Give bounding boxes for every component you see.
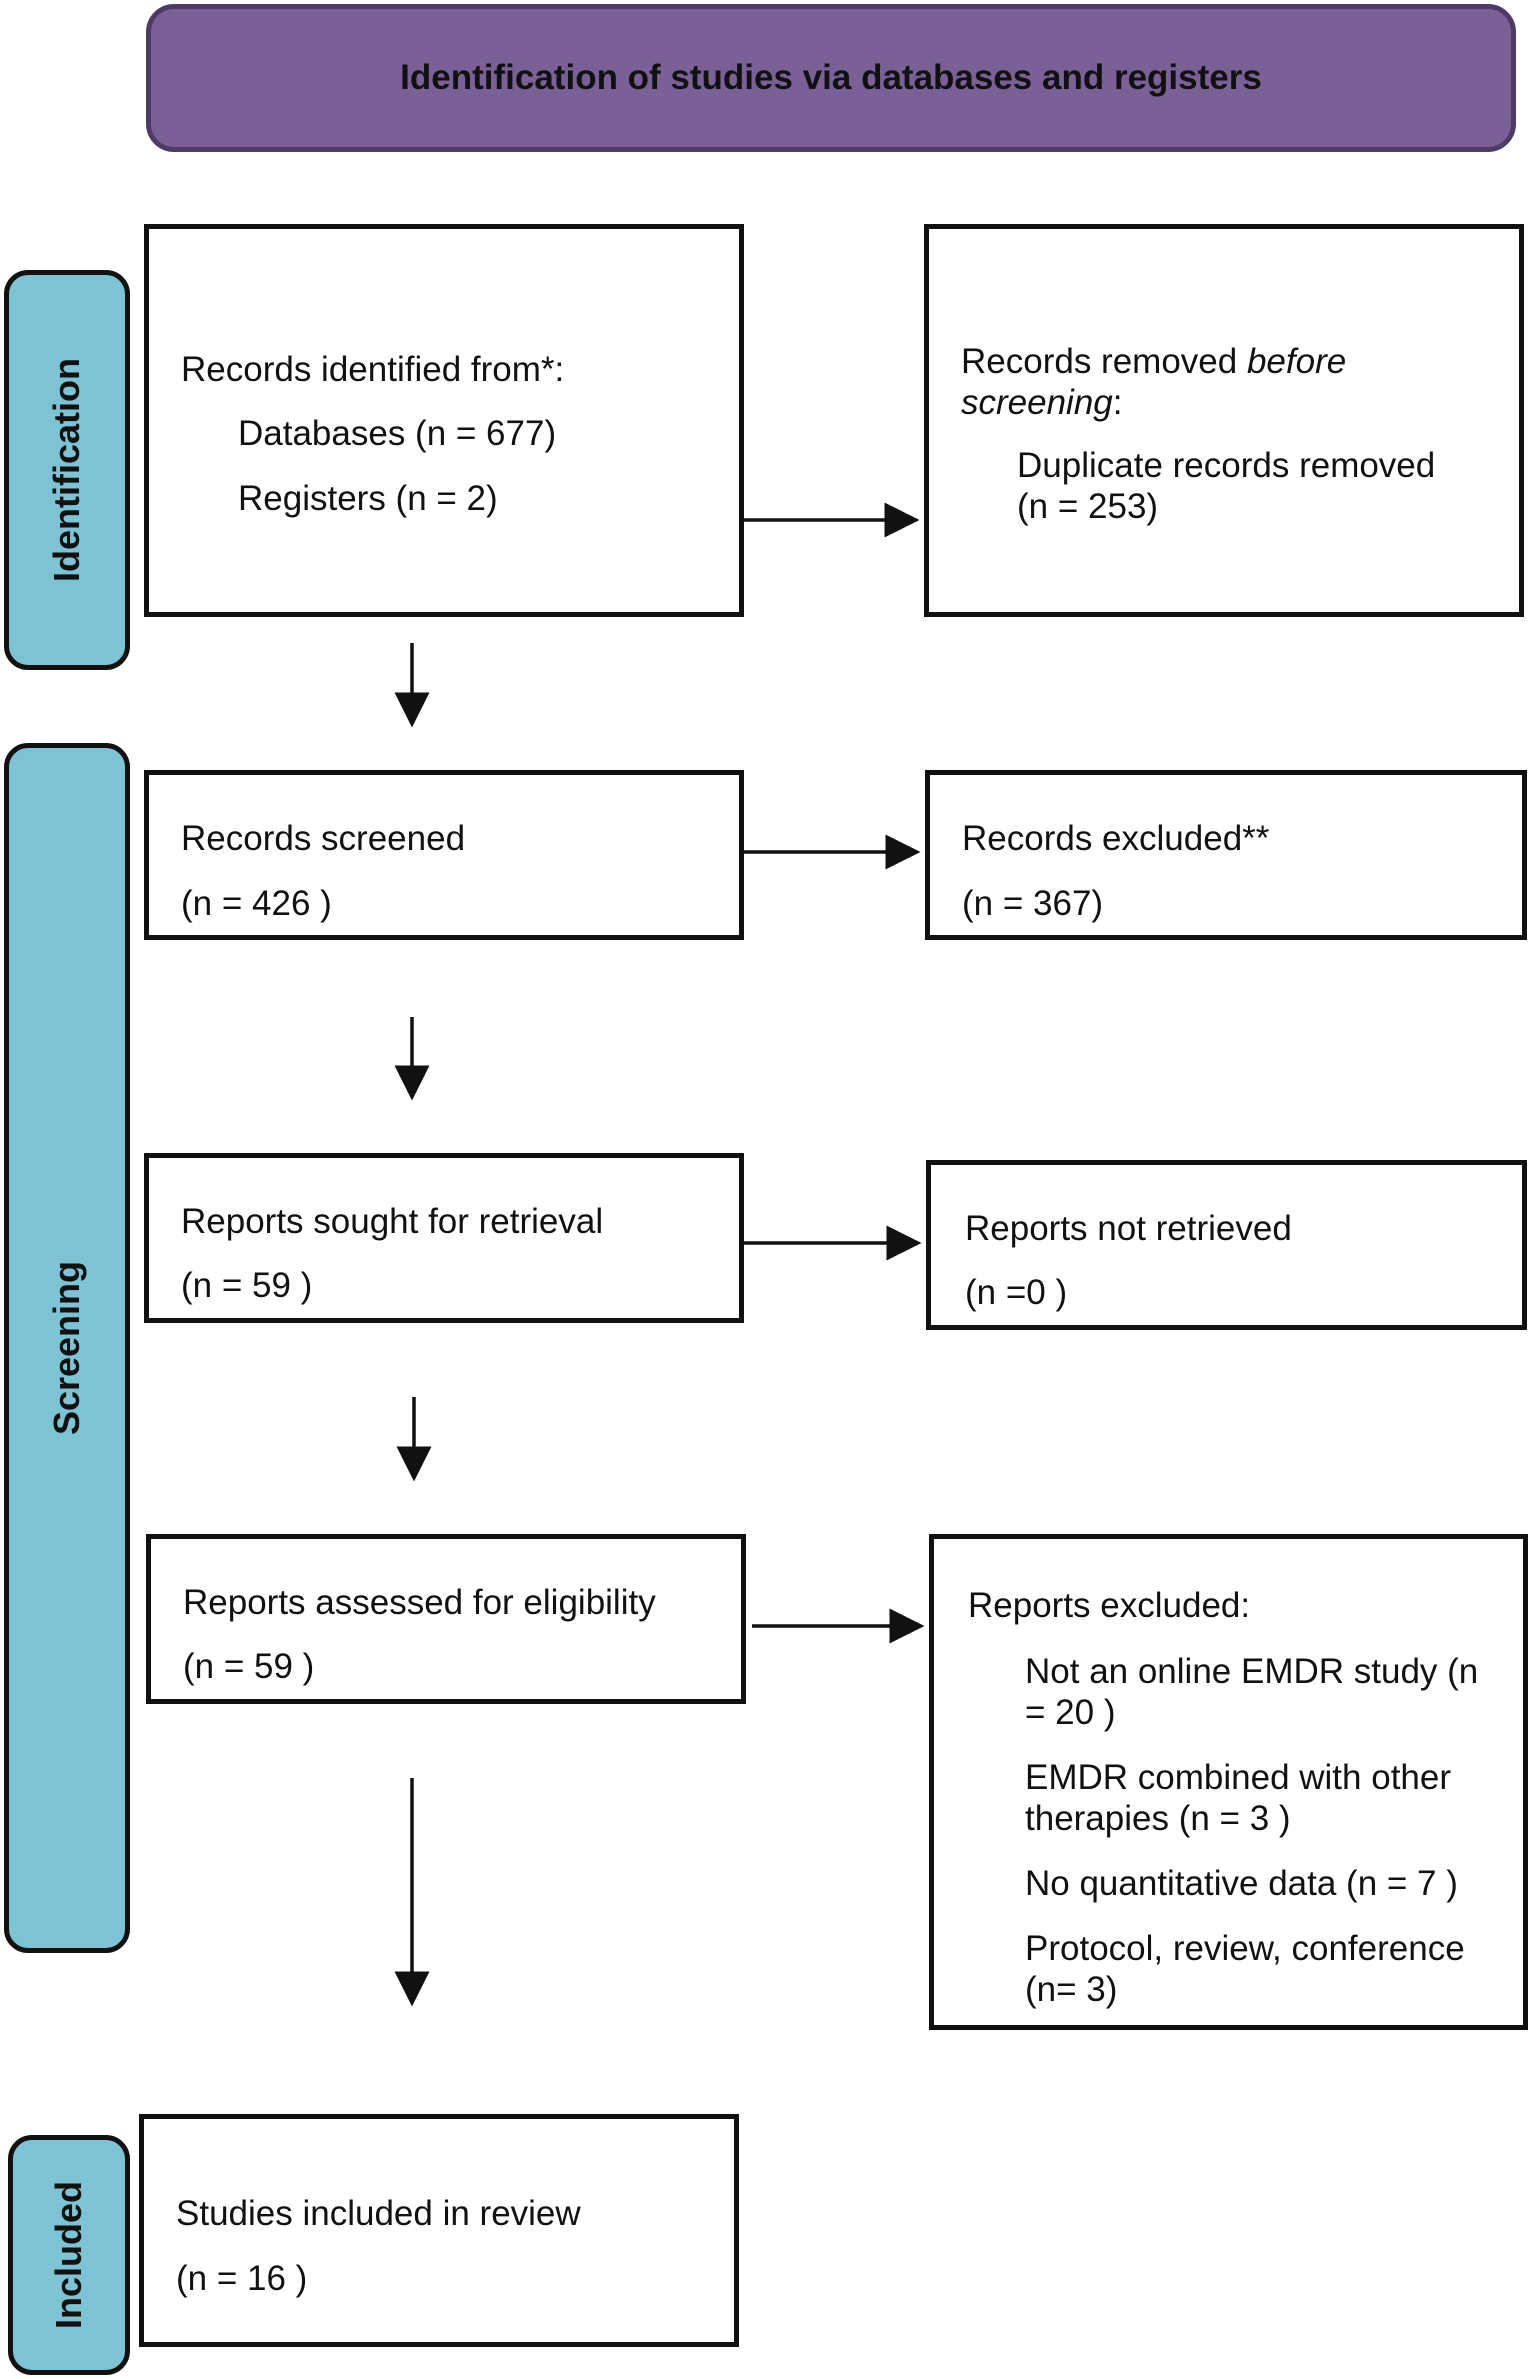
duplicate-records-count: (n = 253)	[1017, 487, 1159, 526]
records-screened-box: Records screened (n = 426 )	[144, 770, 744, 940]
records-removed-title-cont: screening:	[961, 383, 1123, 422]
records-excluded-count: (n = 367)	[962, 884, 1104, 923]
studies-included-title: Studies included in review	[176, 2194, 581, 2233]
stage-screening: Screening	[4, 743, 130, 1953]
reports-sought-count: (n = 59 )	[181, 1266, 313, 1305]
reports-excluded-box: Reports excluded: Not an online EMDR stu…	[929, 1534, 1528, 2030]
exclusion-reason-3: No quantitative data (n = 7 )	[1025, 1864, 1458, 1903]
reports-sought-box: Reports sought for retrieval (n = 59 )	[144, 1153, 744, 1323]
exclusion-reason-1-cont: = 20 )	[1025, 1693, 1116, 1732]
reports-not-retrieved-title: Reports not retrieved	[965, 1209, 1292, 1248]
records-screened-title: Records screened	[181, 819, 466, 858]
records-removed-title: Records removed before	[961, 342, 1347, 381]
records-identified-title: Records identified from*:	[181, 350, 565, 389]
reports-sought-title: Reports sought for retrieval	[181, 1202, 604, 1241]
header-banner: Identification of studies via databases …	[146, 4, 1516, 152]
exclusion-reason-4: Protocol, review, conference	[1025, 1929, 1465, 1968]
studies-included-count: (n = 16 )	[176, 2259, 308, 2298]
reports-assessed-count: (n = 59 )	[183, 1647, 315, 1686]
exclusion-reason-2: EMDR combined with other	[1025, 1758, 1451, 1797]
reports-assessed-title: Reports assessed for eligibility	[183, 1583, 656, 1622]
records-excluded-box: Records excluded** (n = 367)	[925, 770, 1527, 940]
records-screened-count: (n = 426 )	[181, 884, 332, 923]
header-title: Identification of studies via databases …	[400, 58, 1262, 97]
duplicate-records-label: Duplicate records removed	[1017, 446, 1436, 485]
exclusion-reason-4-cont: (n= 3)	[1025, 1970, 1118, 2009]
records-identified-registers: Registers (n = 2)	[238, 479, 498, 518]
reports-excluded-title: Reports excluded:	[968, 1586, 1251, 1625]
exclusion-reason-1: Not an online EMDR study (n	[1025, 1652, 1479, 1691]
reports-not-retrieved-box: Reports not retrieved (n =0 )	[926, 1160, 1527, 1330]
studies-included-box: Studies included in review (n = 16 )	[139, 2114, 739, 2347]
stage-identification: Identification	[4, 270, 130, 670]
reports-not-retrieved-count: (n =0 )	[965, 1273, 1068, 1312]
records-identified-databases: Databases (n = 677)	[238, 414, 557, 453]
records-identified-box: Records identified from*: Databases (n =…	[144, 224, 744, 617]
reports-assessed-box: Reports assessed for eligibility (n = 59…	[146, 1534, 746, 1704]
exclusion-reason-2-cont: therapies (n = 3 )	[1025, 1799, 1291, 1838]
stage-included: Included	[8, 2135, 130, 2375]
records-removed-box: Records removed before screening: Duplic…	[924, 224, 1524, 617]
records-excluded-title: Records excluded**	[962, 819, 1270, 858]
